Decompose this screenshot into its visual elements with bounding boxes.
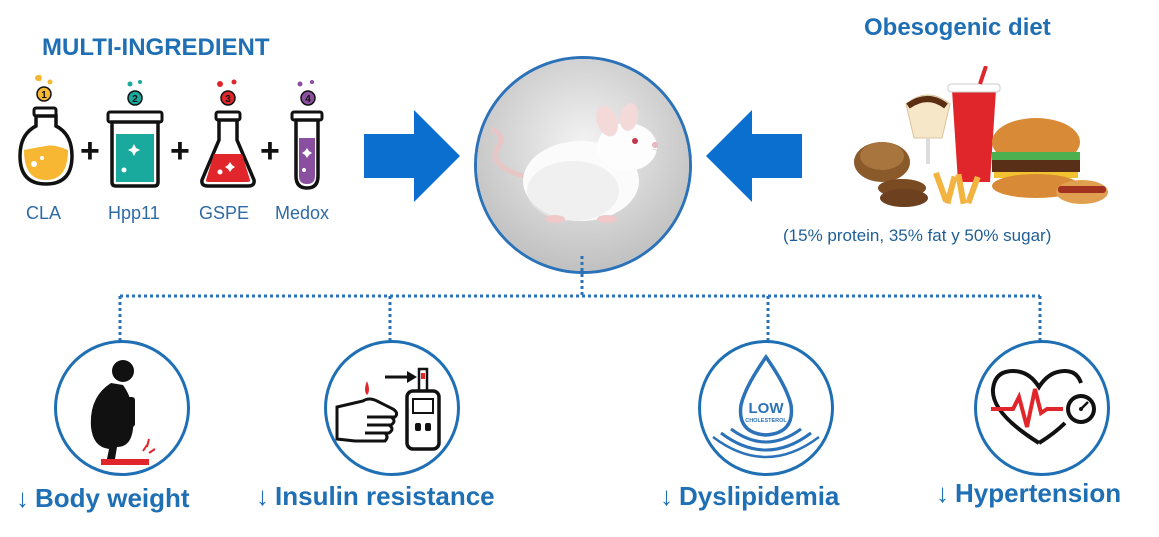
insulin-resistance-circle <box>324 340 460 476</box>
outcome-label: Hypertension <box>955 478 1122 508</box>
medox-number: 4 <box>305 94 311 105</box>
rat-image <box>474 56 692 274</box>
outcome-label: Body weight <box>35 483 190 513</box>
ingredient-label-medox: Medox <box>275 203 330 223</box>
rat-icon <box>477 59 689 271</box>
multi-ingredient-title: MULTI-INGREDIENT <box>42 34 270 61</box>
dotted-connector <box>0 256 1159 346</box>
plus-sign-1: + <box>80 132 100 170</box>
glucose-meter-hand-icon <box>335 367 441 451</box>
diet-composition: (15% protein, 35% fat y 50% sugar) <box>783 226 1052 245</box>
body-weight-circle <box>54 340 190 476</box>
cholesterol-text: CHOLESTEROL <box>745 418 787 424</box>
down-arrow-icon: ↓ <box>936 478 949 508</box>
hypertension-circle <box>974 340 1110 476</box>
hpp11-beaker-icon: 2 <box>104 78 168 192</box>
plus-sign-3: + <box>260 132 280 170</box>
left-arrow-icon <box>706 110 802 202</box>
down-arrow-icon: ↓ <box>660 481 673 511</box>
heart-pulse-gauge-icon <box>990 368 1096 445</box>
plus-sign-2: + <box>170 132 190 170</box>
cla-number: 1 <box>41 90 47 101</box>
outcome-hypertension: ↓Hypertension <box>936 478 1121 509</box>
ingredient-label-cla: CLA <box>26 203 62 223</box>
down-arrow-icon: ↓ <box>256 481 269 511</box>
right-arrow-icon <box>364 110 460 202</box>
outcome-dyslipidemia: ↓Dyslipidemia <box>660 481 839 512</box>
outcome-label: Insulin resistance <box>275 481 495 511</box>
junk-food-image <box>846 66 1108 214</box>
ingredient-label-gspe: GSPE <box>199 203 250 223</box>
low-text: LOW <box>749 400 785 417</box>
gspe-number: 3 <box>225 94 231 105</box>
dyslipidemia-circle: LOW CHOLESTEROL <box>698 340 834 476</box>
outcome-insulin-resistance: ↓Insulin resistance <box>256 481 495 512</box>
down-arrow-icon: ↓ <box>16 483 29 513</box>
outcome-label: Dyslipidemia <box>679 481 840 511</box>
cla-flask-icon: 1 <box>14 72 80 192</box>
junk-food-icon <box>854 66 1108 207</box>
ingredient-label-hpp11: Hpp11 <box>108 203 160 223</box>
low-cholesterol-drop-icon: LOW CHOLESTEROL <box>712 353 820 459</box>
outcome-body-weight: ↓Body weight <box>16 483 190 514</box>
gspe-flask-icon: 3 <box>196 76 260 192</box>
obese-person-scale-icon <box>90 360 156 465</box>
hpp11-number: 2 <box>132 94 138 105</box>
obesogenic-diet-title: Obesogenic diet <box>864 14 1051 41</box>
medox-tube-icon: 4 <box>286 78 330 192</box>
